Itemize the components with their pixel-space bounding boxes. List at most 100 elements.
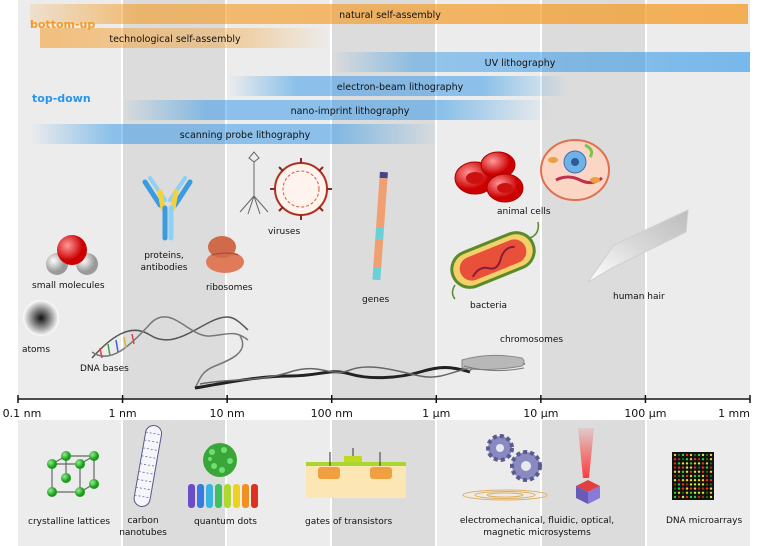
label-small-molecules: small molecules bbox=[32, 281, 105, 291]
bar-nano-imprint-lithography bbox=[120, 100, 550, 120]
microarray-spot bbox=[689, 495, 693, 499]
method-bars: natural self-assembly technological self… bbox=[30, 4, 750, 144]
microarray-spot bbox=[677, 453, 681, 457]
microarray-spot bbox=[693, 479, 697, 482]
laser-cube-image bbox=[576, 428, 600, 504]
microarray-spot bbox=[705, 453, 709, 457]
microarray-spot bbox=[697, 483, 701, 486]
carbon-nanotube-image bbox=[133, 424, 163, 507]
microarray-spot bbox=[685, 491, 689, 494]
microarray-spot bbox=[697, 470, 701, 473]
label-dna-microarrays: DNA microarrays bbox=[666, 516, 743, 526]
microarray-spot bbox=[701, 491, 705, 494]
bar-label-natural-self-assembly: natural self-assembly bbox=[339, 10, 441, 21]
ribosome-image bbox=[206, 236, 244, 273]
microarray-spot bbox=[697, 495, 701, 499]
gene-image bbox=[372, 171, 388, 281]
microarray-spot bbox=[701, 487, 705, 490]
microarray-spot bbox=[705, 462, 709, 465]
axis-tick-label: 10 µm bbox=[523, 407, 558, 420]
microarray-spot bbox=[693, 483, 697, 486]
bacteria-image bbox=[450, 221, 540, 300]
dna-microarray-image bbox=[672, 452, 714, 500]
quantum-dots-image bbox=[188, 443, 258, 508]
microarray-spot bbox=[677, 462, 681, 465]
microarray-spot bbox=[701, 453, 705, 457]
microarray-spot bbox=[685, 470, 689, 473]
microarray-spot bbox=[685, 487, 689, 490]
microarray-spot bbox=[709, 462, 713, 465]
microarray-spot bbox=[693, 470, 697, 473]
microarray-spot bbox=[689, 470, 693, 473]
label-dna-bases: DNA bases bbox=[80, 364, 129, 374]
microarray-spot bbox=[685, 474, 689, 478]
microarray-spot bbox=[673, 462, 677, 465]
microarray-spot bbox=[677, 466, 681, 469]
microarray-spot bbox=[677, 479, 681, 482]
microarray-spot bbox=[685, 458, 689, 461]
label-atoms: atoms bbox=[22, 345, 50, 355]
microarray-spot bbox=[677, 470, 681, 473]
microarray-spot bbox=[685, 462, 689, 465]
microarray-spot bbox=[689, 466, 693, 469]
microarray-spot bbox=[705, 466, 709, 469]
label-carbon-nanotubes-line-1: carbon bbox=[127, 516, 158, 526]
microarray-spot bbox=[673, 483, 677, 486]
bar-technological-self-assembly bbox=[40, 28, 330, 48]
microarray-spot bbox=[697, 458, 701, 461]
microarray-spot bbox=[705, 495, 709, 499]
bar-label-scanning-probe-lithography: scanning probe lithography bbox=[180, 130, 311, 141]
bar-label-uv-lithography: UV lithography bbox=[485, 58, 556, 69]
microarray-spot bbox=[681, 453, 685, 457]
microarray-spot bbox=[697, 487, 701, 490]
microarray-spot bbox=[709, 466, 713, 469]
microarray-spot bbox=[709, 474, 713, 478]
atoms-image bbox=[23, 300, 59, 336]
label-microsystems-line-2: magnetic microsystems bbox=[483, 528, 591, 538]
label-carbon-nanotubes-line-2: nanotubes bbox=[119, 528, 167, 538]
bar-label-technological-self-assembly: technological self-assembly bbox=[109, 34, 241, 45]
proteins-antibodies-image bbox=[142, 176, 193, 241]
microarray-spot bbox=[681, 479, 685, 482]
microarray-spot bbox=[709, 487, 713, 490]
label-bacteria: bacteria bbox=[470, 301, 507, 311]
microarray-spot bbox=[689, 487, 693, 490]
microarray-spot bbox=[705, 470, 709, 473]
bar-scanning-probe-lithography bbox=[30, 124, 440, 144]
microarray-spot bbox=[681, 462, 685, 465]
microarray-spot bbox=[677, 474, 681, 478]
microarray-spot bbox=[693, 491, 697, 494]
microarray-spot bbox=[697, 462, 701, 465]
microarray-spot bbox=[697, 453, 701, 457]
microarray-spot bbox=[709, 458, 713, 461]
microarray-spot bbox=[693, 474, 697, 478]
label-crystalline-lattices: crystalline lattices bbox=[28, 517, 110, 527]
microarray-spot bbox=[701, 495, 705, 499]
bar-label-electron-beam-lithography: electron-beam lithography bbox=[337, 82, 464, 93]
label-quantum-dots: quantum dots bbox=[194, 517, 257, 527]
axis-tick-label: 100 nm bbox=[311, 407, 353, 420]
microarray-spot bbox=[673, 470, 677, 473]
microarray-spot bbox=[673, 495, 677, 499]
animal-cell-image bbox=[540, 139, 610, 201]
label-microsystems-line-1: electromechanical, fluidic, optical, bbox=[460, 516, 614, 526]
microarray-spot bbox=[677, 458, 681, 461]
microarray-spot bbox=[701, 466, 705, 469]
gears-image bbox=[462, 434, 548, 501]
microarray-spot bbox=[693, 466, 697, 469]
red-blood-cells-image bbox=[454, 151, 524, 203]
microarray-spot bbox=[705, 458, 709, 461]
microarray-spot bbox=[697, 466, 701, 469]
microarray-spot bbox=[673, 491, 677, 494]
axis-tick-label: 1 µm bbox=[422, 407, 450, 420]
bar-uv-lithography bbox=[330, 52, 750, 72]
microarray-spot bbox=[693, 495, 697, 499]
microarray-spot bbox=[709, 470, 713, 473]
bar-electron-beam-lithography bbox=[228, 76, 568, 96]
microarray-spot bbox=[673, 453, 677, 457]
label-chromosomes: chromosomes bbox=[500, 335, 563, 345]
microarray-spot bbox=[689, 479, 693, 482]
microarray-spot bbox=[709, 479, 713, 482]
